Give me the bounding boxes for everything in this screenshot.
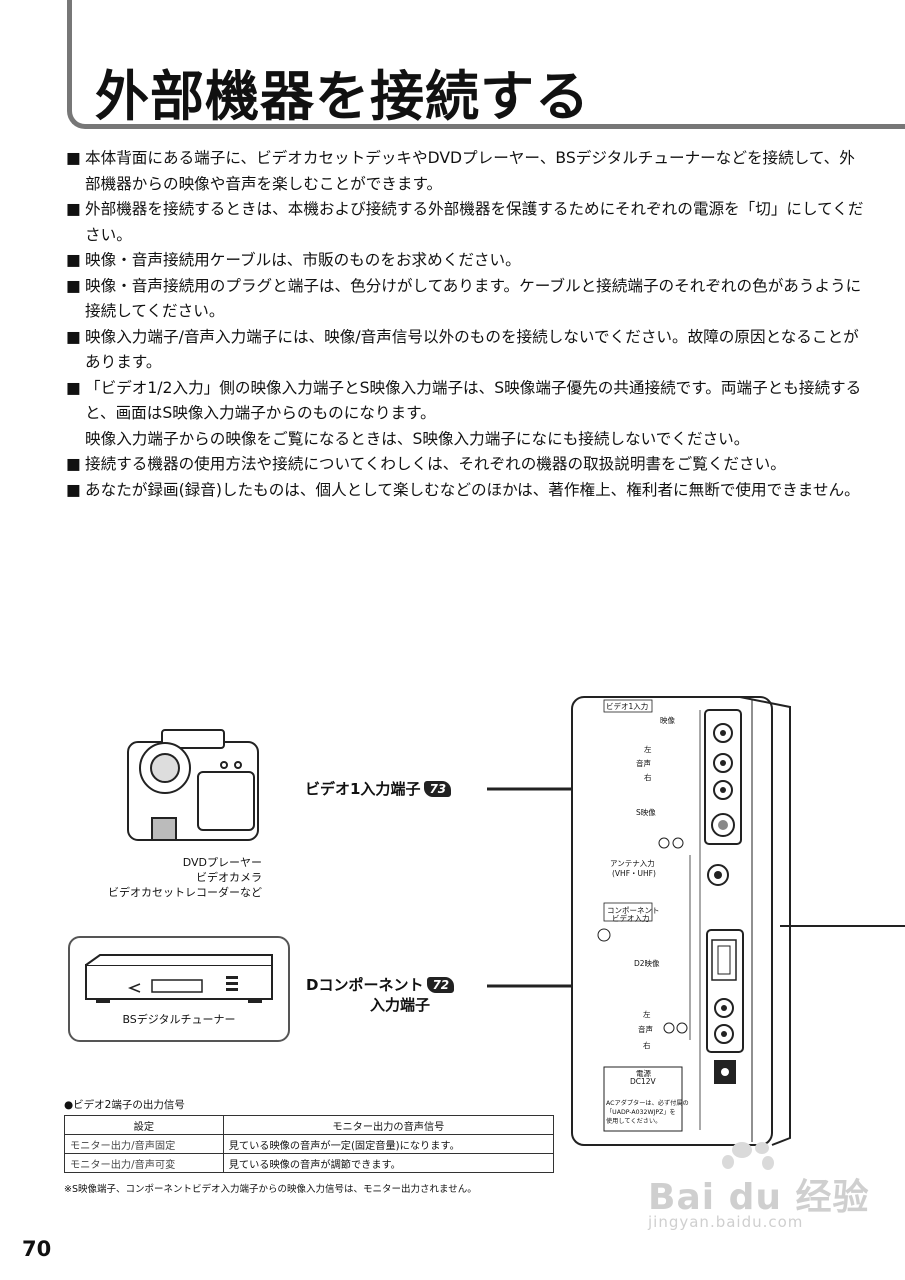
bullet-mark: ■	[66, 378, 81, 397]
table-header-cell: モニター出力の音声信号	[222, 1115, 555, 1135]
video-camera-illustration	[127, 729, 259, 841]
table-cell: 見ている映像の音声が一定(固定音量)になります。	[222, 1134, 555, 1154]
panel-label-component-video: ビデオ入力	[612, 914, 650, 923]
page-number: 70	[22, 1237, 52, 1261]
panel-label-component: コンポーネント	[607, 906, 660, 915]
table-footnote: ※S映像端子、コンポーネントビデオ入力端子からの映像入力信号は、モニター出力され…	[64, 1184, 477, 1195]
panel-label-audio2: 音声	[638, 1025, 653, 1034]
bullet-item: ■映像入力端子/音声入力端子には、映像/音声信号以外のものを接続しないでください…	[66, 325, 866, 376]
bullet-text: 映像・音声接続用のプラグと端子は、色分けがしてあります。ケーブルと接続端子のそれ…	[85, 276, 862, 321]
panel-label-left: 左	[644, 745, 652, 754]
table-header-row: 設定 モニター出力の音声信号	[64, 1115, 555, 1135]
panel-label-left2: 左	[643, 1010, 651, 1019]
bullet-text: あなたが録画(録音)したものは、個人として楽しむなどのほかは、著作権上、権利者に…	[85, 480, 860, 499]
bullet-text: 映像・音声接続用ケーブルは、市販のものをお求めください。	[85, 251, 521, 269]
table-row: モニター出力/音声可変 見ている映像の音声が調節できます。	[64, 1153, 555, 1173]
watermark-logo: Bai du 经验	[648, 1177, 870, 1218]
panel-label-antenna: アンテナ入力	[610, 859, 655, 868]
callout-text: Dコンポーネント	[306, 976, 424, 994]
bullet-mark: ■	[66, 200, 81, 218]
panel-label-dc12v: DC12V	[630, 1077, 656, 1086]
bullet-item: ■映像・音声接続用ケーブルは、市販のものをお求めください。	[66, 248, 866, 274]
panel-label-adapter-model: 「UADP-A032WJPZ」を	[606, 1109, 676, 1116]
tuner-label: BSデジタルチューナー	[122, 1013, 236, 1026]
panel-label-d2: D2映像	[634, 959, 660, 968]
camera-label: DVDプレーヤー ビデオカメラ ビデオカセットレコーダーなど	[90, 855, 262, 900]
panel-label-adapter-note: ACアダプターは、必ず付属の	[606, 1100, 689, 1107]
camera-label-line: DVDプレーヤー	[182, 856, 262, 869]
page-ref-badge: 72	[427, 977, 455, 993]
table-header-cell: 設定	[64, 1115, 224, 1135]
title-frame	[67, 0, 905, 129]
bullet-text: 接続する機器の使用方法や接続についてくわしくは、それぞれの機器の取扱説明書をご覧…	[85, 455, 786, 473]
panel-label-audio: 音声	[636, 759, 651, 768]
panel-label-right2: 右	[643, 1041, 651, 1050]
table-cell: 見ている映像の音声が調節できます。	[222, 1153, 555, 1173]
bullet-text: 外部機器を接続するときは、本機および接続する外部機器を保護するためにそれぞれの電…	[85, 200, 864, 244]
camera-label-line: ビデオカメラ	[196, 871, 262, 884]
callout-text: ビデオ1入力端子	[305, 780, 421, 798]
panel-label-adapter-use: 使用してください。	[606, 1118, 662, 1125]
table-row: モニター出力/音声固定 見ている映像の音声が一定(固定音量)になります。	[64, 1134, 555, 1154]
panel-label-right: 右	[644, 773, 652, 782]
panel-label-antenna-bands: (VHF・UHF)	[612, 869, 656, 878]
page-ref-badge: 73	[424, 781, 452, 797]
bs-tuner-illustration	[85, 954, 273, 1003]
watermark-url: jingyan.baidu.com	[648, 1213, 804, 1231]
bullet-item-continuation: 映像入力端子からの映像をご覧になるときは、S映像入力端子になにも接続しないでくだ…	[66, 427, 866, 453]
bullet-mark: ■	[66, 480, 81, 499]
bullet-mark: ■	[66, 276, 81, 295]
bullet-mark: ■	[66, 149, 81, 167]
bullet-item: ■「ビデオ1/2入力」側の映像入力端子とS映像入力端子は、S映像端子優先の共通接…	[66, 376, 866, 427]
page-title: 外部機器を接続する	[95, 65, 590, 128]
bullet-mark: ■	[66, 251, 81, 269]
panel-label-svideo: S映像	[636, 808, 656, 817]
table-title: ●ビデオ2端子の出力信号	[64, 1099, 185, 1111]
baidu-paw-watermark	[722, 1142, 774, 1170]
bullet-item: ■あなたが録画(録音)したものは、個人として楽しむなどのほかは、著作権上、権利者…	[66, 478, 866, 504]
panel-label-video: 映像	[660, 716, 675, 725]
bullet-text: 映像入力端子/音声入力端子には、映像/音声信号以外のものを接続しないでください。…	[85, 327, 859, 372]
bullet-item: ■映像・音声接続用のプラグと端子は、色分けがしてあります。ケーブルと接続端子のそ…	[66, 274, 866, 325]
camera-label-line: ビデオカセットレコーダーなど	[108, 886, 262, 899]
bullet-text: 映像入力端子からの映像をご覧になるときは、S映像入力端子になにも接続しないでくだ…	[85, 429, 750, 448]
output-signal-table: 設定 モニター出力の音声信号 モニター出力/音声固定 見ている映像の音声が一定(…	[64, 1115, 555, 1173]
bullet-text: 本体背面にある端子に、ビデオカセットデッキやDVDプレーヤー、BSデジタルチュー…	[85, 149, 855, 193]
bullet-mark: ■	[66, 327, 81, 346]
table-cell: モニター出力/音声可変	[64, 1153, 224, 1173]
bullet-list: ■本体背面にある端子に、ビデオカセットデッキやDVDプレーヤー、BSデジタルチュ…	[66, 146, 866, 503]
callout-text: 入力端子	[370, 996, 431, 1014]
bullet-item: ■外部機器を接続するときは、本機および接続する外部機器を保護するためにそれぞれの…	[66, 197, 866, 248]
rear-panel-illustration	[571, 696, 791, 1146]
bullet-item: ■本体背面にある端子に、ビデオカセットデッキやDVDプレーヤー、BSデジタルチュ…	[66, 146, 866, 197]
panel-label-power: 電源	[636, 1069, 651, 1078]
bullet-text: 「ビデオ1/2入力」側の映像入力端子とS映像入力端子は、S映像端子優先の共通接続…	[85, 378, 862, 423]
bullet-mark: ■	[66, 455, 81, 473]
panel-label-video1: ビデオ1入力	[606, 702, 649, 711]
bullet-item: ■接続する機器の使用方法や接続についてくわしくは、それぞれの機器の取扱説明書をご…	[66, 452, 866, 478]
table-cell: モニター出力/音声固定	[64, 1134, 224, 1154]
tuner-frame	[68, 936, 290, 1042]
